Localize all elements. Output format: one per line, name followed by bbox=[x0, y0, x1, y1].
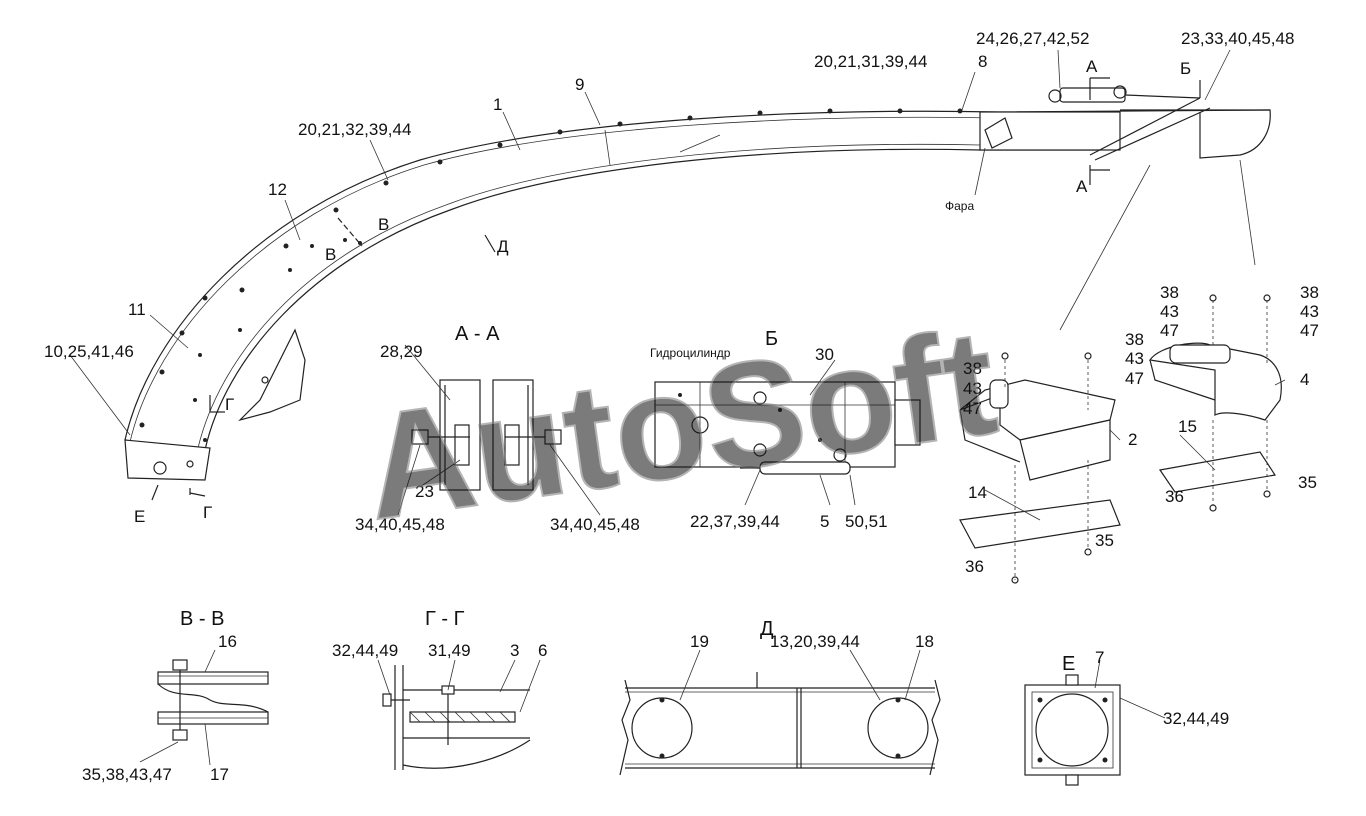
callout-14: 14 bbox=[968, 483, 987, 502]
marker-d: Д bbox=[497, 237, 509, 256]
callout-38-br1: 38 bbox=[1160, 283, 1179, 302]
view-e-title: Е bbox=[1062, 653, 1075, 675]
callout-7: 7 bbox=[1095, 648, 1104, 667]
view-b bbox=[654, 359, 921, 506]
callout-43-bl2: 43 bbox=[1125, 349, 1144, 368]
marker-g2: Г bbox=[203, 503, 212, 522]
callout-35-38-43-47: 35,38,43,47 bbox=[82, 765, 172, 784]
marker-v1: В bbox=[378, 215, 389, 234]
callout-38-bl1: 38 bbox=[963, 359, 982, 378]
callout-6: 6 bbox=[538, 641, 547, 660]
callout-31-49: 31,49 bbox=[428, 641, 471, 660]
view-e bbox=[1024, 659, 1166, 786]
view-d-title: Д bbox=[760, 618, 774, 640]
section-aa bbox=[397, 344, 601, 516]
callout-4: 4 bbox=[1300, 370, 1309, 389]
view-b-title: Б bbox=[765, 328, 778, 350]
callout-17: 17 bbox=[210, 765, 229, 784]
bracket-right bbox=[1148, 294, 1286, 512]
marker-b: Б bbox=[1180, 59, 1191, 78]
callout-8: 8 bbox=[978, 52, 987, 71]
section-aa-title: А - А bbox=[455, 323, 500, 345]
callout-13-20-39-44: 13,20,39,44 bbox=[770, 632, 860, 651]
section-vv-title: В - В bbox=[180, 608, 224, 630]
marker-g1: Г bbox=[225, 395, 234, 414]
callout-28-29: 28,29 bbox=[380, 342, 423, 361]
callout-43-br2: 43 bbox=[1300, 302, 1319, 321]
callout-5: 5 bbox=[820, 512, 829, 531]
callout-20-21-32-39-44: 20,21,32,39,44 bbox=[298, 120, 411, 139]
callout-34-40-45-48-left: 34,40,45,48 bbox=[355, 515, 445, 534]
callout-9: 9 bbox=[575, 75, 584, 94]
callout-23-aa: 23 bbox=[415, 482, 434, 501]
callout-47-bl2: 47 bbox=[1125, 369, 1144, 388]
callout-19: 19 bbox=[690, 632, 709, 651]
callout-30: 30 bbox=[815, 345, 834, 364]
main-view bbox=[69, 49, 1271, 501]
callout-24-26-27-42-52: 24,26,27,42,52 bbox=[976, 29, 1089, 48]
section-gg bbox=[377, 659, 541, 770]
callout-32-44-49-gg: 32,44,49 bbox=[332, 641, 398, 660]
callout-15: 15 bbox=[1178, 417, 1197, 436]
marker-a-top: А bbox=[1086, 57, 1098, 76]
marker-e: Е bbox=[134, 507, 145, 526]
callout-36-bl: 36 bbox=[965, 557, 984, 576]
callout-35-br: 35 bbox=[1298, 473, 1317, 492]
callout-38-br2: 38 bbox=[1300, 283, 1319, 302]
callout-47-bl1: 47 bbox=[963, 399, 982, 418]
callout-47-br2: 47 bbox=[1300, 321, 1319, 340]
callout-35-bl: 35 bbox=[1095, 531, 1114, 550]
bracket-left bbox=[959, 352, 1121, 584]
callout-18: 18 bbox=[915, 632, 934, 651]
callout-10-25-41-46: 10,25,41,46 bbox=[44, 342, 134, 361]
callout-32-44-49-e: 32,44,49 bbox=[1163, 709, 1229, 728]
headlight-label: Фара bbox=[945, 199, 974, 213]
marker-v2: В bbox=[325, 245, 336, 264]
callout-38-bl2: 38 bbox=[1125, 330, 1144, 349]
callout-20-21-31-39-44: 20,21,31,39,44 bbox=[814, 52, 927, 71]
section-gg-title: Г - Г bbox=[425, 608, 465, 630]
callout-2: 2 bbox=[1128, 430, 1137, 449]
marker-a-bottom: А bbox=[1076, 177, 1088, 196]
callout-23-33-40-45-48: 23,33,40,45,48 bbox=[1181, 29, 1294, 48]
rivet-row bbox=[139, 108, 963, 442]
callout-1: 1 bbox=[493, 95, 502, 114]
callout-47-br1: 47 bbox=[1160, 321, 1179, 340]
callout-12: 12 bbox=[268, 180, 287, 199]
callout-50-51: 50,51 bbox=[845, 512, 888, 531]
callout-16: 16 bbox=[218, 632, 237, 651]
callout-3: 3 bbox=[510, 641, 519, 660]
section-vv bbox=[139, 649, 269, 766]
callout-43-bl1: 43 bbox=[963, 379, 982, 398]
callout-11: 11 bbox=[128, 300, 146, 319]
watermark: AutoSoft bbox=[355, 297, 1005, 551]
hydrocylinder-label: Гидроцилиндр bbox=[650, 346, 731, 360]
callout-43-br1: 43 bbox=[1160, 302, 1179, 321]
callout-22-37-39-44: 22,37,39,44 bbox=[690, 512, 780, 531]
callout-34-40-45-48-right: 34,40,45,48 bbox=[550, 515, 640, 534]
view-d bbox=[619, 649, 941, 776]
callout-36-br: 36 bbox=[1165, 487, 1184, 506]
